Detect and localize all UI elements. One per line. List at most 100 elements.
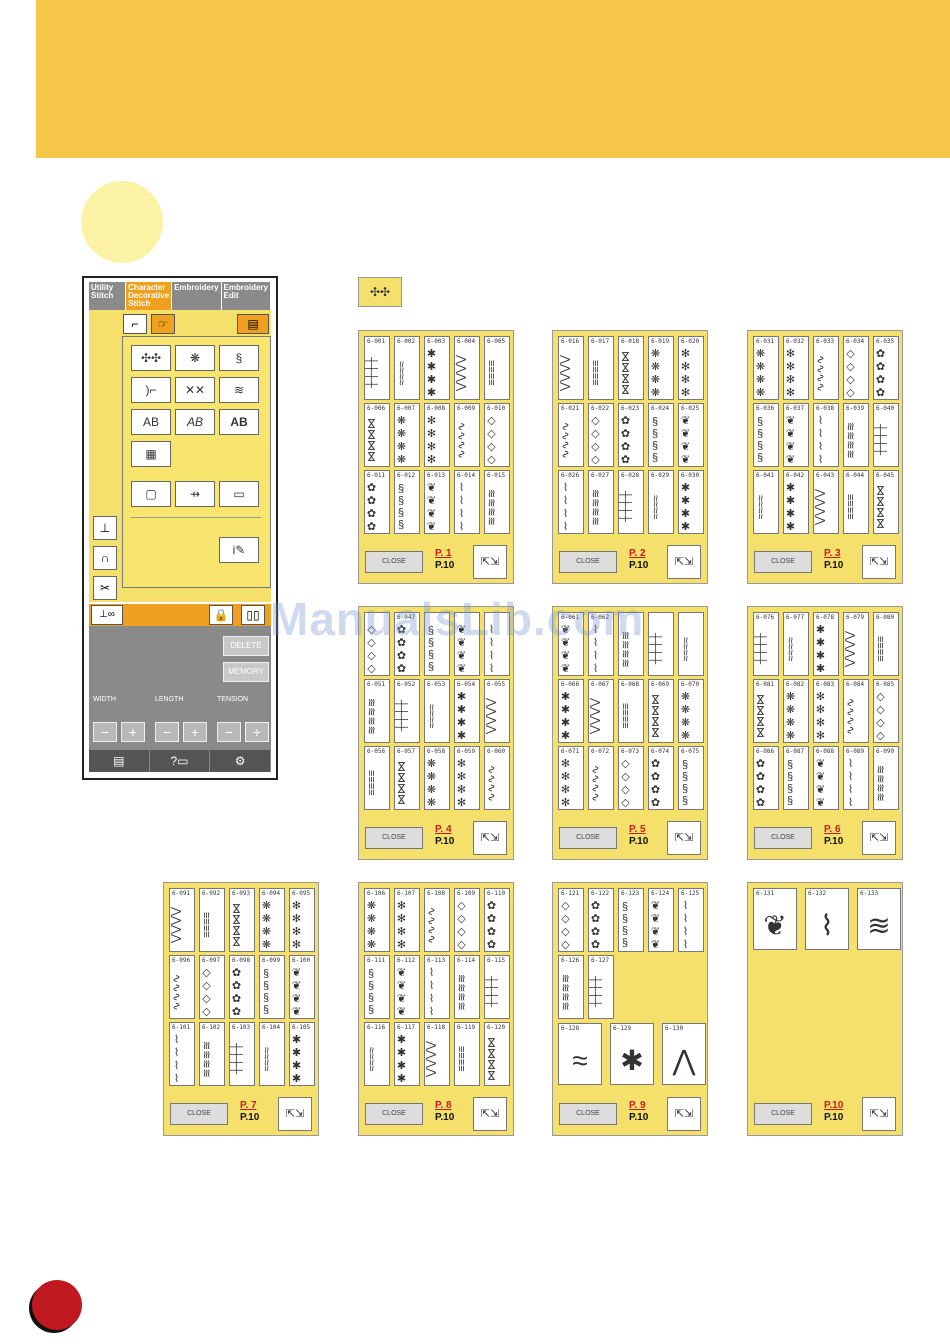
stitch-cell[interactable]: 6-054✱✱✱✱ bbox=[454, 679, 480, 743]
page-turn-icon[interactable]: ⇱⇲ bbox=[473, 821, 507, 855]
stitch-cell[interactable]: 6-078✱✱✱✱ bbox=[813, 612, 839, 676]
stitch-cell[interactable]: 6-057⋈⋈⋈⋈ bbox=[394, 746, 420, 810]
stitch-cell[interactable]: 6-105✱✱✱✱ bbox=[289, 1022, 315, 1086]
stitch-cell[interactable]: 6-011✿✿✿✿ bbox=[364, 470, 390, 534]
reverse-icon[interactable]: ∩ bbox=[93, 546, 117, 570]
stitch-cell[interactable]: 6-111§§§§ bbox=[364, 955, 390, 1019]
stitch-cell[interactable]: 6-060∿∿∿∿ bbox=[484, 746, 510, 810]
stitch-cell[interactable]: 6-029≈≈≈≈ bbox=[648, 470, 674, 534]
stitch-cell[interactable]: 6-128≈ bbox=[558, 1023, 602, 1085]
close-button[interactable]: CLOSE bbox=[365, 1103, 423, 1125]
close-button[interactable]: CLOSE bbox=[365, 551, 423, 573]
decorative-stitch-icon[interactable]: ✣✣ bbox=[131, 345, 171, 371]
stitch-cell[interactable]: 6-108∿∿∿∿ bbox=[424, 888, 450, 952]
stitch-cell[interactable]: 6-022◇◇◇◇ bbox=[588, 403, 614, 467]
stitch-cell[interactable]: 6-016⋀⋀⋀⋀ bbox=[558, 336, 584, 400]
stitch-cell[interactable]: 6-059✻✻✻✻ bbox=[454, 746, 480, 810]
tab-embroidery[interactable]: Embroidery bbox=[172, 282, 222, 310]
lock-icon[interactable]: 🔒 bbox=[209, 605, 233, 625]
stitch-cell[interactable]: 6-070❋❋❋❋ bbox=[678, 679, 704, 743]
stitch-cell[interactable]: 6-092≡≡≡≡ bbox=[199, 888, 225, 952]
stitch-cell[interactable]: 6-120⋈⋈⋈⋈ bbox=[484, 1022, 510, 1086]
stitch-cell[interactable]: 6-023✿✿✿✿ bbox=[618, 403, 644, 467]
page-turn-icon[interactable]: ⇱⇲ bbox=[667, 545, 701, 579]
stitch-cell[interactable]: 6-020✻✻✻✻ bbox=[678, 336, 704, 400]
page-turn-icon[interactable]: ⇱⇲ bbox=[278, 1097, 312, 1131]
tension-plus-button[interactable]: + bbox=[245, 722, 269, 742]
stitch-cell[interactable]: 6-121◇◇◇◇ bbox=[558, 888, 584, 952]
tension-minus-button[interactable]: − bbox=[217, 722, 241, 742]
book-icon[interactable]: ▯▯ bbox=[241, 605, 265, 625]
needle-position-icon[interactable]: ⊥ bbox=[93, 516, 117, 540]
close-button[interactable]: CLOSE bbox=[754, 551, 812, 573]
stitch-cell[interactable]: 6-061❦❦❦❦ bbox=[558, 612, 584, 676]
stitch-cell[interactable]: 6-091⋀⋀⋀⋀ bbox=[169, 888, 195, 952]
page-turn-icon[interactable]: ⇱⇲ bbox=[667, 821, 701, 855]
width-plus-button[interactable]: + bbox=[121, 722, 145, 742]
cross-stitch-icon[interactable]: ✕✕ bbox=[175, 377, 215, 403]
stitch-cell[interactable]: 6-118⋀⋀⋀⋀ bbox=[424, 1022, 450, 1086]
needle-mode-button[interactable]: ⌐ bbox=[123, 314, 147, 334]
stitch-cell[interactable]: 6-131❦ bbox=[753, 888, 797, 950]
stitch-cell[interactable]: 6-005≡≡≡≡ bbox=[484, 336, 510, 400]
stitch-cell[interactable]: 6-115┼┼┼┼ bbox=[484, 955, 510, 1019]
stitch-cell[interactable]: 6-019❋❋❋❋ bbox=[648, 336, 674, 400]
stitch-cell[interactable]: 6-068≡≡≡≡ bbox=[618, 679, 644, 743]
stitch-cell[interactable]: 6-127┼┼┼┼ bbox=[588, 955, 614, 1019]
stitch-cell[interactable]: 6-119≡≡≡≡ bbox=[454, 1022, 480, 1086]
stitch-cell[interactable]: 6-102≋≋≋≋ bbox=[199, 1022, 225, 1086]
stitch-cell[interactable]: 6-073◇◇◇◇ bbox=[618, 746, 644, 810]
stitch-cell[interactable]: 6-025❦❦❦❦ bbox=[678, 403, 704, 467]
close-button[interactable]: CLOSE bbox=[754, 1103, 812, 1125]
stitch-cell[interactable]: 6-126≋≋≋≋ bbox=[558, 955, 584, 1019]
stitch-cell[interactable]: 6-066✱✱✱✱ bbox=[558, 679, 584, 743]
stitch-cell[interactable]: 6-051≋≋≋≋ bbox=[364, 679, 390, 743]
tab-utility-stitch[interactable]: Utility Stitch bbox=[89, 282, 127, 310]
stitch-cell[interactable]: 6-130⋀ bbox=[662, 1023, 706, 1085]
stitch-cell[interactable]: 6-074✿✿✿✿ bbox=[648, 746, 674, 810]
stitch-cell[interactable]: 6-002≈≈≈≈ bbox=[394, 336, 420, 400]
stitch-cell[interactable]: 6-039≋≋≋≋ bbox=[843, 403, 869, 467]
stitch-cell[interactable]: 6-098✿✿✿✿ bbox=[229, 955, 255, 1019]
stitch-cell[interactable]: 6-018⋈⋈⋈⋈ bbox=[618, 336, 644, 400]
machine-help-icon[interactable]: ?▭ bbox=[149, 750, 211, 772]
stitch-cell[interactable]: 6-101⌇⌇⌇⌇ bbox=[169, 1022, 195, 1086]
satin-7mm-icon[interactable]: )⌐ bbox=[131, 377, 171, 403]
presser-foot-button[interactable]: ☞ bbox=[151, 314, 175, 334]
length-plus-button[interactable]: + bbox=[183, 722, 207, 742]
settings-icon[interactable]: ⚙ bbox=[210, 750, 272, 772]
utility-deco-icon[interactable]: § bbox=[219, 345, 259, 371]
width-minus-button[interactable]: − bbox=[93, 722, 117, 742]
stitch-cell[interactable]: 6-041≈≈≈≈ bbox=[753, 470, 779, 534]
stitch-cell[interactable]: 6-095✻✻✻✻ bbox=[289, 888, 315, 952]
stitch-cell[interactable]: 6-129✱ bbox=[610, 1023, 654, 1085]
stitch-cell[interactable]: 6-079⋀⋀⋀⋀ bbox=[843, 612, 869, 676]
stitch-cell[interactable]: 6-006⋈⋈⋈⋈ bbox=[364, 403, 390, 467]
stitch-cell[interactable]: 6-080≡≡≡≡ bbox=[873, 612, 899, 676]
close-button[interactable]: CLOSE bbox=[559, 551, 617, 573]
stitch-cell[interactable]: 6-030✱✱✱✱ bbox=[678, 470, 704, 534]
usb-icon[interactable]: ⇸ bbox=[175, 481, 215, 507]
stitch-cell[interactable]: 6-107✻✻✻✻ bbox=[394, 888, 420, 952]
stitch-cell[interactable]: 6-032✻✻✻✻ bbox=[783, 336, 809, 400]
stitch-cell[interactable]: 6-094❋❋❋❋ bbox=[259, 888, 285, 952]
stitch-cell[interactable]: 6-035✿✿✿✿ bbox=[873, 336, 899, 400]
stitch-cell[interactable]: 6-037❦❦❦❦ bbox=[783, 403, 809, 467]
block-font-icon[interactable]: AB bbox=[131, 409, 171, 435]
stitch-cell[interactable]: 6-009∿∿∿∿ bbox=[454, 403, 480, 467]
stitch-cell[interactable]: 6-015≋≋≋≋ bbox=[484, 470, 510, 534]
computer-icon[interactable]: ▭ bbox=[219, 481, 259, 507]
stitch-preview-button[interactable]: ⊥∞ bbox=[91, 605, 123, 625]
close-button[interactable]: CLOSE bbox=[365, 827, 423, 849]
stitch-cell[interactable]: 6-056≡≡≡≡ bbox=[364, 746, 390, 810]
scissors-icon[interactable]: ✂ bbox=[93, 576, 117, 600]
stitch-cell[interactable]: 6-099§§§§ bbox=[259, 955, 285, 1019]
stitch-cell[interactable]: 6-071✻✻✻✻ bbox=[558, 746, 584, 810]
stitch-cell[interactable]: 6-104≈≈≈≈ bbox=[259, 1022, 285, 1086]
stitch-cell[interactable]: 6-045⋈⋈⋈⋈ bbox=[873, 470, 899, 534]
page-turn-icon[interactable]: ⇱⇲ bbox=[473, 1097, 507, 1131]
stitch-cell[interactable]: ≈≈≈≈ bbox=[678, 612, 704, 676]
page-turn-icon[interactable]: ⇱⇲ bbox=[667, 1097, 701, 1131]
stitch-cell[interactable]: 6-076┼┼┼┼ bbox=[753, 612, 779, 676]
stitch-cell[interactable]: 6-062⌇⌇⌇⌇ bbox=[588, 612, 614, 676]
